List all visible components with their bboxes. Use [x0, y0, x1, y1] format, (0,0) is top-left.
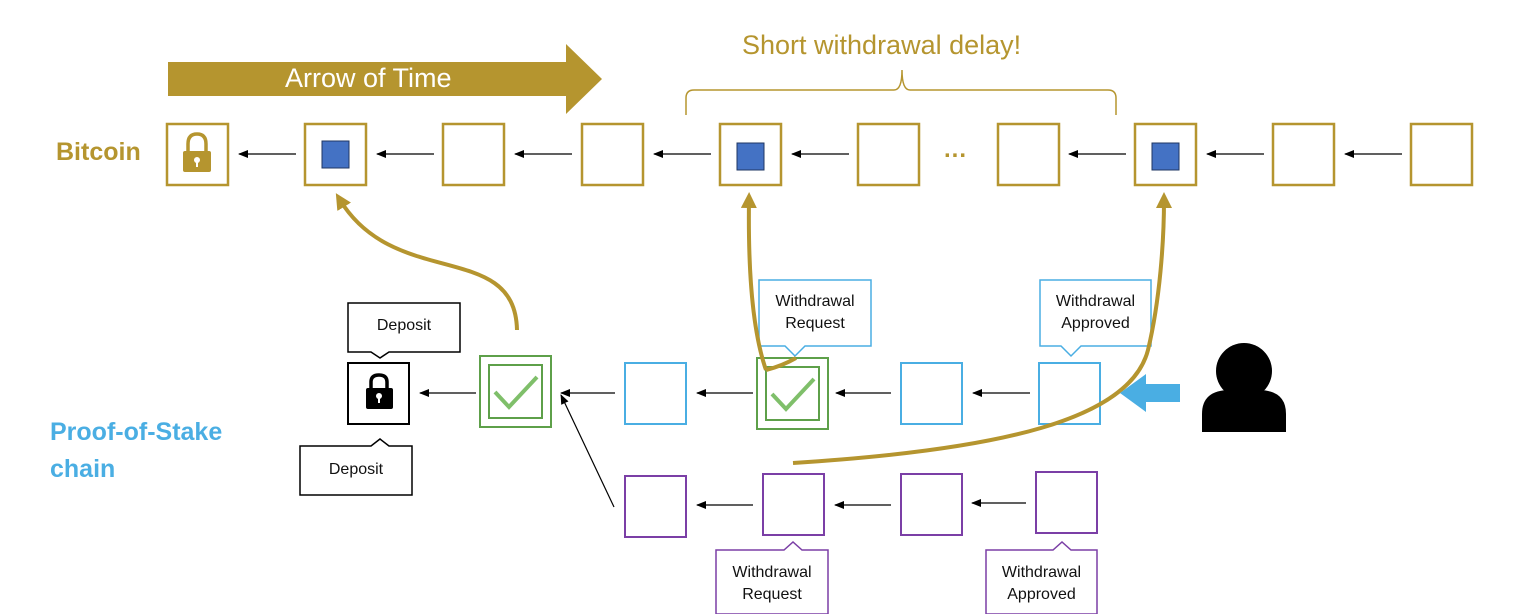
arrow-of-time-label: Arrow of Time	[285, 63, 452, 93]
delay-label: Short withdrawal delay!	[742, 30, 1022, 60]
pos-main-chain	[624, 362, 1101, 425]
deposit-top-text: Deposit	[376, 317, 432, 334]
deposit-bottom-text: Deposit	[328, 461, 384, 478]
btc-tx-marker-1	[321, 140, 350, 169]
pos-links	[419, 389, 1030, 508]
withdrawal-approved-top-text-1: Withdrawal	[1055, 293, 1136, 310]
pos-label-line2: chain	[50, 455, 116, 483]
pos-genesis-block	[347, 362, 410, 425]
btc-block-4	[580, 122, 645, 187]
deposit-callout-top	[347, 302, 461, 359]
btc-block-9	[1271, 122, 1336, 187]
btc-block-2	[303, 122, 368, 187]
withdrawal-request-bottom-text-1: Withdrawal	[732, 564, 812, 581]
fork-links	[696, 499, 1026, 509]
pos-block	[900, 362, 963, 425]
btc-tx-marker-2	[736, 142, 765, 171]
delay-brace	[685, 69, 1117, 115]
withdrawal-request-top-text-2: Request	[785, 315, 845, 332]
left-arrow-icon	[1120, 374, 1180, 412]
withdrawal-request-callout-top	[758, 279, 872, 358]
time-arrow-icon	[168, 44, 602, 114]
checkmark-icon	[493, 375, 539, 410]
btc-block-1	[165, 122, 230, 187]
btc-block-10	[1409, 122, 1474, 187]
btc-tx-marker-3	[1151, 142, 1180, 171]
pos-label-line1: Proof-of-Stake	[50, 418, 223, 446]
btc-block-5	[718, 122, 783, 187]
withdrawal-approved-top-text-2: Approved	[1061, 315, 1130, 332]
deposit-callout-bottom	[299, 438, 413, 496]
withdrawal-approved-bottom-text-1: Withdrawal	[1001, 564, 1082, 581]
fork-block	[762, 473, 825, 536]
withdrawal-request-relay-tail	[765, 356, 797, 372]
bitcoin-ellipsis: ...	[944, 136, 968, 163]
pos-block	[1038, 362, 1101, 425]
fork-block	[624, 475, 687, 538]
bitcoin-chain	[165, 122, 1474, 187]
padlock-icon	[183, 132, 211, 172]
withdrawal-approved-callout-top	[1039, 279, 1152, 358]
withdrawal-request-top-text-1: Withdrawal	[775, 293, 855, 310]
pos-fork-chain	[624, 471, 1098, 538]
pos-checked-block-1	[479, 355, 552, 428]
deposit-relay-arrow	[335, 193, 519, 331]
btc-block-3	[441, 122, 506, 187]
fork-block	[900, 473, 963, 536]
padlock-icon	[366, 373, 393, 409]
btc-block-8	[1133, 122, 1198, 187]
withdrawal-approved-relay-arrow	[792, 192, 1172, 465]
fork-block	[1035, 471, 1098, 534]
btc-block-7	[996, 122, 1061, 187]
withdrawal-request-relay-arrow	[740, 192, 768, 371]
withdrawal-request-bottom-text-2: Request	[742, 586, 802, 603]
withdrawal-approved-bottom-text-2: Approved	[1007, 586, 1076, 603]
checkmark-icon	[770, 377, 816, 412]
withdrawal-request-callout-bottom	[715, 540, 829, 614]
withdrawal-approved-callout-bottom	[985, 540, 1098, 614]
btc-block-6	[856, 122, 921, 187]
bitcoin-label: Bitcoin	[56, 138, 141, 166]
pos-block	[624, 362, 687, 425]
person-icon	[1202, 343, 1286, 432]
